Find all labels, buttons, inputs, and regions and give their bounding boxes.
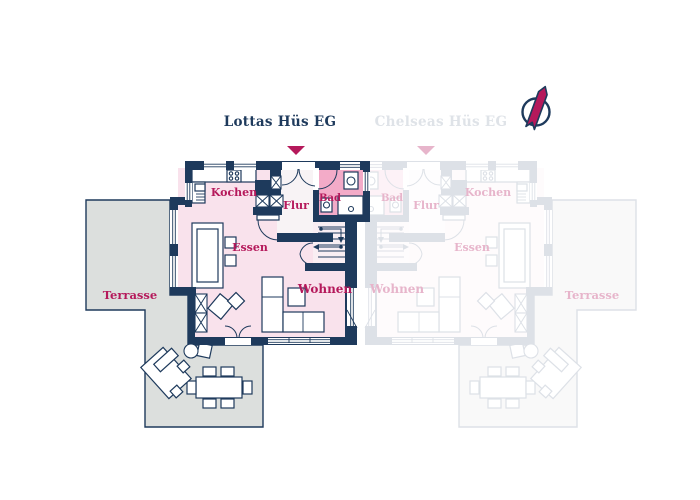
chair: [469, 380, 480, 395]
chair: [220, 398, 235, 409]
terrace-table: [195, 376, 243, 399]
stool-2: [485, 254, 498, 267]
coffee-table: [287, 287, 306, 307]
plan-title-left: Lottas Hüs EG: [223, 114, 337, 130]
small-table: [196, 342, 213, 359]
chair: [505, 366, 520, 377]
sink: [516, 183, 528, 192]
counter-piece: [442, 214, 466, 221]
plan-title-right: Chelseas Hüs EG: [374, 114, 508, 130]
side-table: [226, 291, 246, 311]
shower: [337, 195, 364, 216]
small-table: [509, 342, 526, 359]
stove: [480, 169, 496, 183]
sunlounger-arm: [531, 359, 546, 374]
sofa-vertical: [261, 276, 284, 333]
sunlounger-back: [542, 347, 570, 373]
armchair: [488, 292, 515, 321]
toilet: [320, 197, 333, 213]
dining-bench-inner: [503, 228, 526, 283]
sofa-horizontal: [397, 311, 440, 333]
sunlounger-arm: [169, 384, 184, 399]
room-label-terrasse: Terrasse: [103, 288, 157, 302]
room-label-terrasse: Terrasse: [565, 288, 619, 302]
entrance-marker: [287, 146, 305, 155]
chair: [525, 380, 536, 395]
toilet: [389, 197, 402, 213]
chair: [487, 366, 502, 377]
room-label-kochen: Kochen: [465, 186, 511, 199]
washbasin: [343, 171, 359, 190]
room-label-flur: Flur: [283, 199, 309, 212]
side-table: [476, 291, 496, 311]
room-label-essen: Essen: [454, 241, 490, 254]
dining-bench-inner: [196, 228, 219, 283]
chair: [242, 380, 253, 395]
entrance-marker: [417, 146, 435, 155]
chair: [202, 366, 217, 377]
room-label-kochen: Kochen: [211, 186, 257, 199]
sunlounger-arm: [538, 384, 553, 399]
room-label-wohnen: Wohnen: [369, 282, 425, 296]
armchair: [207, 292, 234, 321]
chair: [202, 398, 217, 409]
chair: [220, 366, 235, 377]
chair: [505, 398, 520, 409]
stool-1: [485, 236, 498, 249]
kitchen-counter-top: [191, 168, 257, 183]
sofa-vertical: [438, 276, 461, 333]
room-label-bad: Bad: [381, 193, 403, 204]
stove: [226, 169, 242, 183]
compass-icon: [521, 85, 551, 131]
terrace-table: [479, 376, 527, 399]
chair: [186, 380, 197, 395]
chair: [487, 398, 502, 409]
stool-1: [224, 236, 237, 249]
room-label-bad: Bad: [319, 193, 341, 204]
sunlounger-arm: [176, 359, 191, 374]
stool-2: [224, 254, 237, 267]
room-label-essen: Essen: [232, 241, 268, 254]
sunlounger-back: [152, 347, 180, 373]
room-label-wohnen: Wohnen: [297, 282, 353, 296]
sink: [194, 183, 206, 192]
sofa-horizontal: [282, 311, 325, 333]
kitchen-counter-top: [465, 168, 531, 183]
coffee-table: [416, 287, 435, 307]
counter-piece: [256, 214, 280, 221]
room-label-flur: Flur: [413, 199, 439, 212]
